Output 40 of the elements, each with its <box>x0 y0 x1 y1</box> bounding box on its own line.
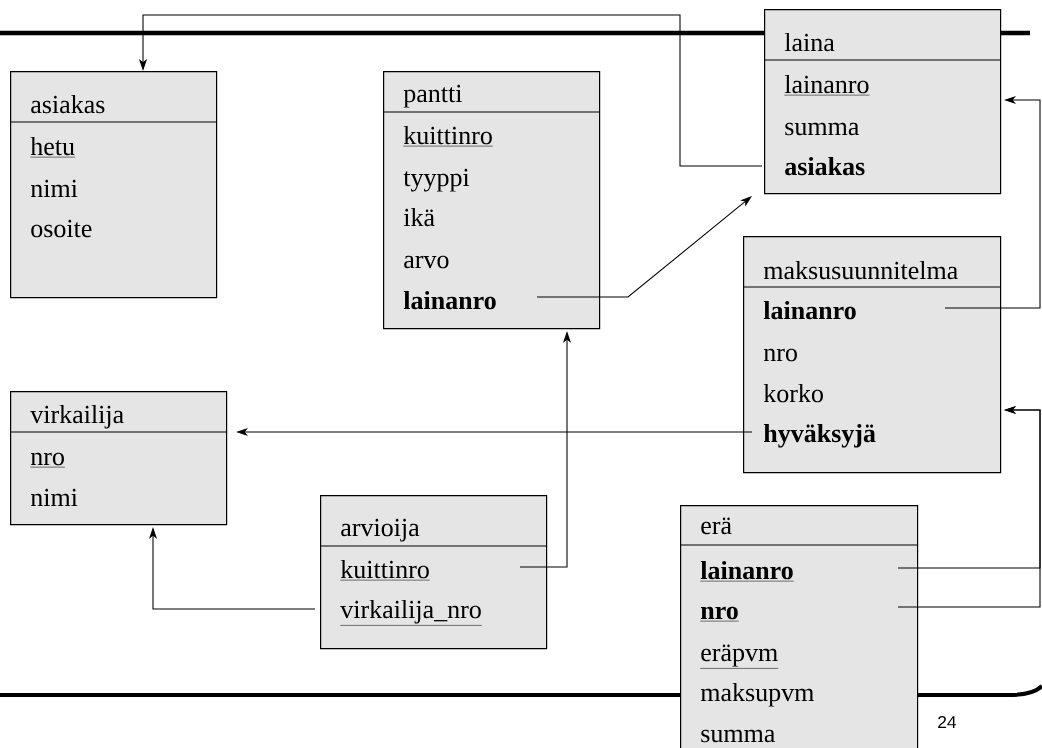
attribute-text: nimi <box>30 179 78 197</box>
attribute-text: kuittinro <box>340 559 431 581</box>
attribute-text: korko <box>763 383 823 403</box>
attribute-text: ikä <box>403 207 435 227</box>
attribute-text: lainanro <box>700 560 794 582</box>
attribute-text: nro <box>700 606 740 622</box>
attribute-text: nro <box>763 348 797 362</box>
table-name: erä <box>701 517 732 535</box>
attribute-text: lainanro <box>403 290 496 310</box>
table-box <box>9 391 228 526</box>
table-name: arvioija <box>341 518 420 542</box>
attribute-text: nro <box>30 452 66 468</box>
attribute-text: lainanro <box>763 300 856 320</box>
attribute-text: summa <box>701 729 776 743</box>
attribute-text: maksupvm <box>700 682 814 707</box>
attribute-text: hyväksyjä <box>763 423 876 448</box>
attribute-text: osoite <box>31 219 92 238</box>
table-box <box>742 236 1002 474</box>
attribute-text: eräpvm <box>700 644 779 669</box>
arrow <box>536 196 752 298</box>
table-name: laina <box>784 32 835 52</box>
table-name: maksusuunnitelma <box>763 260 958 280</box>
table-name: virkailija <box>30 404 124 429</box>
attribute-text: hetu <box>30 136 76 158</box>
attribute-text: virkailija_nro <box>340 599 483 626</box>
attribute-text: kuittinro <box>403 125 494 147</box>
attribute-text: asiakas <box>785 156 865 176</box>
attribute-text: summa <box>785 122 860 136</box>
table-box <box>763 9 1002 195</box>
attribute-text: nimi <box>30 488 78 506</box>
attribute-text: lainanro <box>784 74 870 96</box>
table-box <box>382 71 601 330</box>
table-name: asiakas <box>31 94 105 114</box>
table-box <box>679 505 919 748</box>
page-number: 24 <box>938 715 957 729</box>
table-name: pantti <box>403 84 462 108</box>
attribute-text: arvo <box>404 255 449 269</box>
table-box <box>319 495 548 650</box>
attribute-text: tyyppi <box>403 168 470 192</box>
table-box <box>9 71 218 299</box>
